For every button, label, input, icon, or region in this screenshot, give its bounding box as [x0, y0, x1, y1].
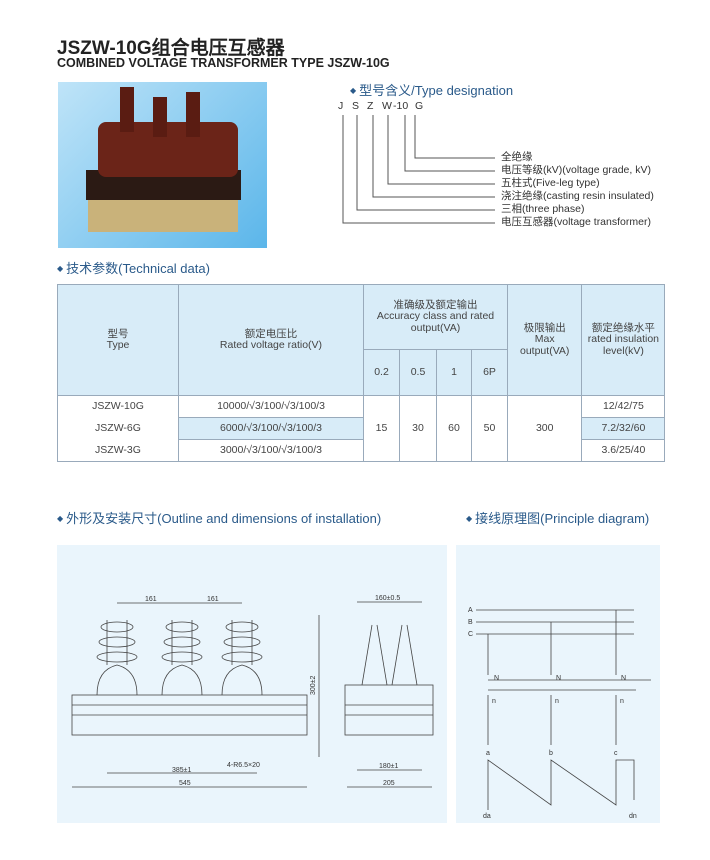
type-designation: J S Z W -10 G 全绝缘 电压等级(kV)(voltage grade…	[335, 100, 675, 240]
transformer-image	[86, 87, 241, 232]
line-b-label: B	[468, 619, 473, 626]
designation-lines	[342, 115, 495, 224]
principle-diagram: A B C N N N n n n a b c da dn	[468, 607, 651, 820]
da-label: da	[483, 813, 491, 820]
n-label: N	[621, 675, 626, 682]
letter-z: Z	[367, 100, 374, 112]
class-cell: 1	[436, 349, 472, 396]
table-row: JSZW-6G 6000/√3/100/√3/100/3 7.2/32/60	[57, 417, 666, 440]
principle-heading: 接线原理图(Principle diagram)	[466, 508, 649, 527]
phase-label: b	[549, 750, 553, 757]
dim-180: 180±1	[379, 763, 399, 770]
letter-j: J	[338, 100, 344, 112]
class-cell: 0.2	[363, 349, 400, 396]
designation-item: 电压等级(kV)(voltage grade, kV)	[501, 164, 651, 176]
table-row: JSZW-10G 10000/√3/100/√3/100/3 15 30 60 …	[57, 395, 666, 462]
class-cell: 6P	[471, 349, 508, 396]
letter-w: W	[382, 100, 392, 112]
table-row: JSZW-3G 3000/√3/100/√3/100/3 3.6/25/40	[57, 439, 666, 462]
outline-heading: 外形及安装尺寸(Outline and dimensions of instal…	[57, 508, 381, 527]
letter-10: -10	[393, 100, 409, 112]
dim-545: 545	[179, 780, 191, 787]
n-label: n	[492, 698, 496, 705]
n-label: n	[620, 698, 624, 705]
dim-161-b: 161	[207, 596, 219, 603]
principle-diagram-panel: A B C N N N n n n a b c da dn	[456, 545, 660, 823]
designation-heading: 型号含义/Type designation	[350, 80, 513, 99]
page-title: JSZW-10G组合电压互感器	[57, 38, 285, 59]
line-c-label: C	[468, 631, 473, 638]
dim-holes: 4-R6.5×20	[227, 762, 260, 769]
designation-item: 五柱式(Five-leg type)	[501, 177, 600, 189]
line-a-label: A	[468, 607, 473, 614]
letter-s: S	[352, 100, 360, 112]
phase-label: a	[486, 750, 490, 757]
dn-label: dn	[629, 813, 637, 820]
dim-385: 385±1	[172, 767, 192, 774]
tech-heading: 技术参数(Technical data)	[57, 258, 210, 277]
dim-161-a: 161	[145, 596, 157, 603]
page-subtitle: COMBINED VOLTAGE TRANSFORMER TYPE JSZW-1…	[57, 56, 390, 70]
n-label: N	[494, 675, 499, 682]
designation-item: 电压互感器(voltage transformer)	[501, 216, 651, 228]
designation-item: 全绝缘	[501, 151, 533, 163]
letter-g: G	[415, 100, 424, 112]
n-label: N	[556, 675, 561, 682]
dim-160: 160±0.5	[375, 595, 400, 602]
dim-205: 205	[383, 780, 395, 787]
outline-drawing: 161 161 300±2 160±0.5 4-R6.5×20 385±1 54…	[71, 595, 434, 788]
product-photo	[58, 82, 267, 248]
designation-item: 三相(three phase)	[501, 203, 585, 215]
outline-drawing-panel: 161 161 300±2 160±0.5 4-R6.5×20 385±1 54…	[57, 545, 447, 823]
phase-label: c	[614, 750, 618, 757]
designation-item: 浇注绝缘(casting resin insulated)	[501, 190, 654, 202]
dim-height: 300±2	[310, 675, 317, 695]
n-label: n	[555, 698, 559, 705]
class-cell: 0.5	[399, 349, 437, 396]
